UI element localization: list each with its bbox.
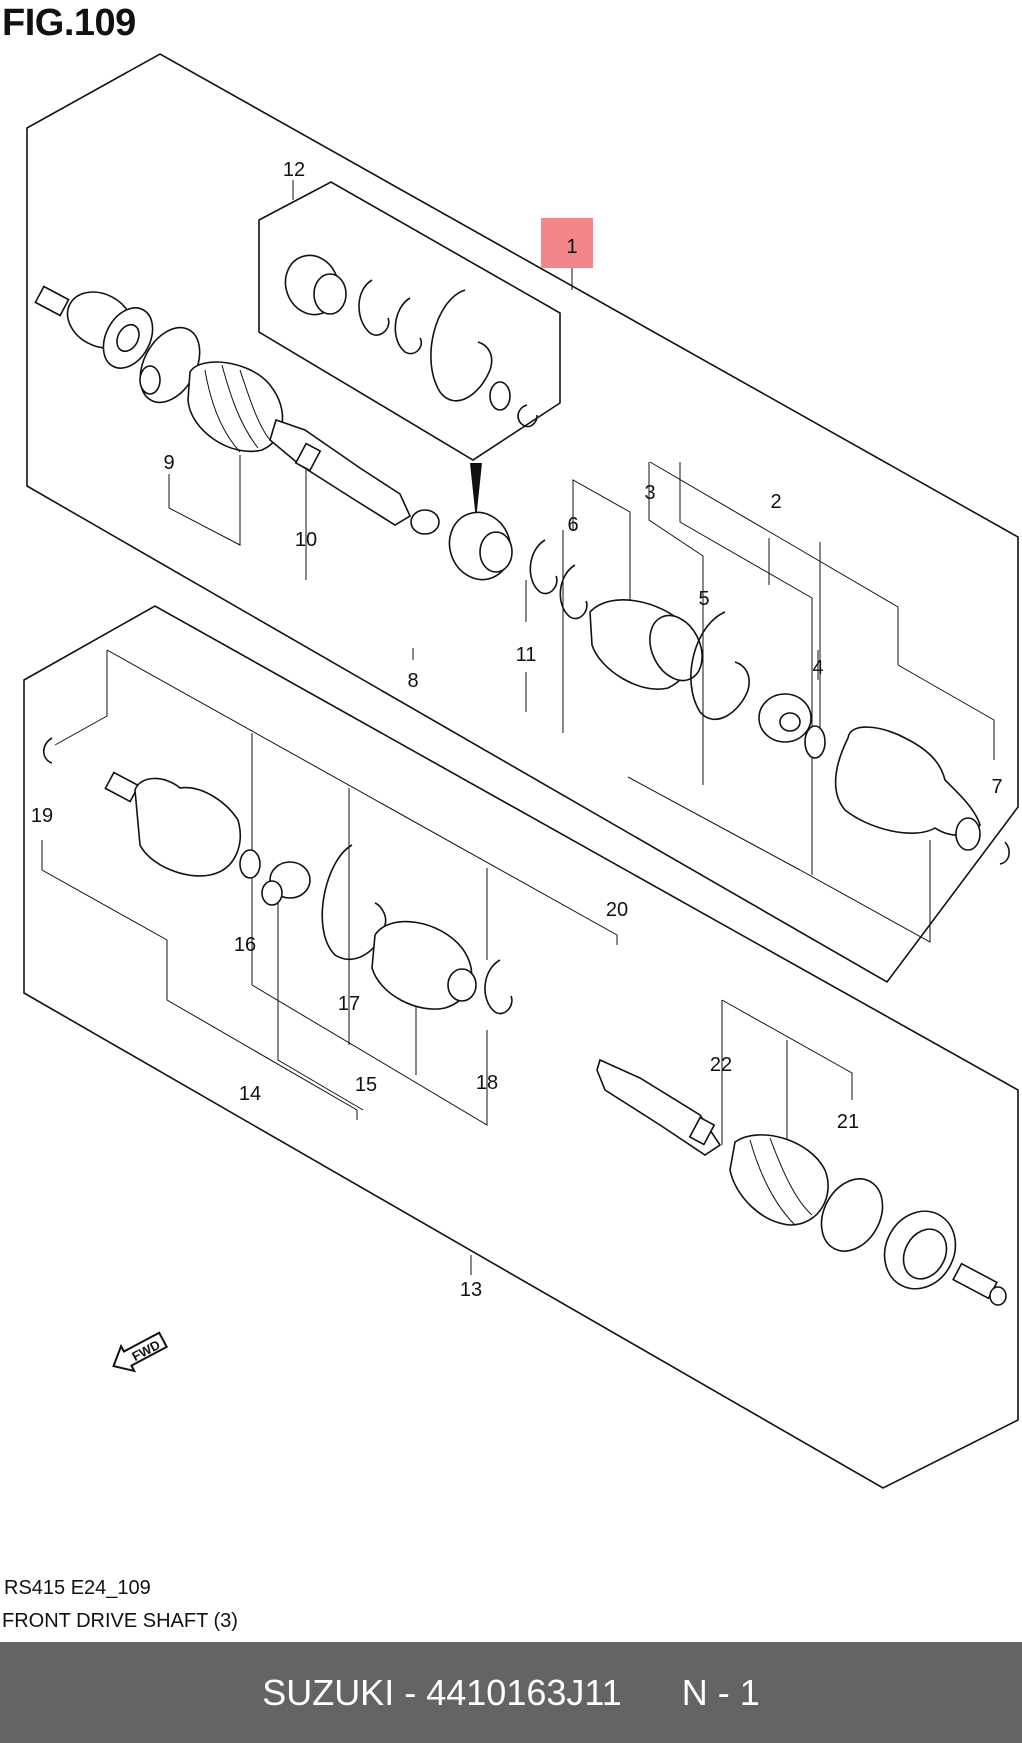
callout-2[interactable]: 2 [770,491,781,513]
callout-4[interactable]: 4 [812,657,823,679]
quantity-label: N - 1 [681,1671,760,1713]
callout-1[interactable]: 1 [566,236,577,258]
callout-13[interactable]: 13 [460,1279,482,1301]
brand-label: SUZUKI [262,1671,395,1713]
figure-code: RS415 E24_109 [4,1577,151,1599]
highlighted-callout-box [541,218,593,268]
part-number: 4410163J11 [426,1671,622,1713]
figure-title: FIG.109 [2,2,136,44]
lower-inner-joint [42,737,513,1015]
callout-6[interactable]: 6 [567,514,578,536]
callout-14[interactable]: 14 [239,1083,261,1105]
callout-20[interactable]: 20 [606,899,628,921]
upper-assembly-frame [26,53,1019,984]
callout-7[interactable]: 7 [991,776,1002,798]
callout-15[interactable]: 15 [355,1074,377,1096]
upper-drive-shaft [34,285,440,535]
callout-22[interactable]: 22 [710,1054,732,1076]
callout-5[interactable]: 5 [698,588,709,610]
callout-8[interactable]: 8 [407,670,418,692]
centre-parts [448,511,1010,865]
callout-9[interactable]: 9 [163,452,174,474]
lower-drive-shaft [596,1058,1007,1306]
fwd-direction-icon: FWD [112,1331,169,1373]
separator: - [404,1671,417,1713]
kit-12-frame [258,181,561,461]
callout-19[interactable]: 19 [31,805,53,827]
fwd-label: FWD [129,1337,162,1364]
kit-12-parts [284,254,538,428]
leader-lines-upper [168,180,995,943]
callout-12[interactable]: 12 [283,159,305,181]
callout-10[interactable]: 10 [295,529,317,551]
part-number-bar: SUZUKI - 4410163J11 N - 1 [0,1642,1022,1743]
figure-name: FRONT DRIVE SHAFT (3) [2,1610,238,1632]
kit-arrow-icon [470,463,482,520]
callout-21[interactable]: 21 [837,1111,859,1133]
callout-16[interactable]: 16 [234,934,256,956]
callout-11[interactable]: 11 [516,644,537,666]
callout-18[interactable]: 18 [476,1072,498,1094]
callout-3[interactable]: 3 [644,482,655,504]
lower-assembly-frame [23,605,1019,1489]
exploded-parts-diagram: FWD 1 2 3 4 5 6 7 8 9 10 11 12 13 14 15 … [23,53,1019,1489]
callout-17[interactable]: 17 [338,993,360,1015]
